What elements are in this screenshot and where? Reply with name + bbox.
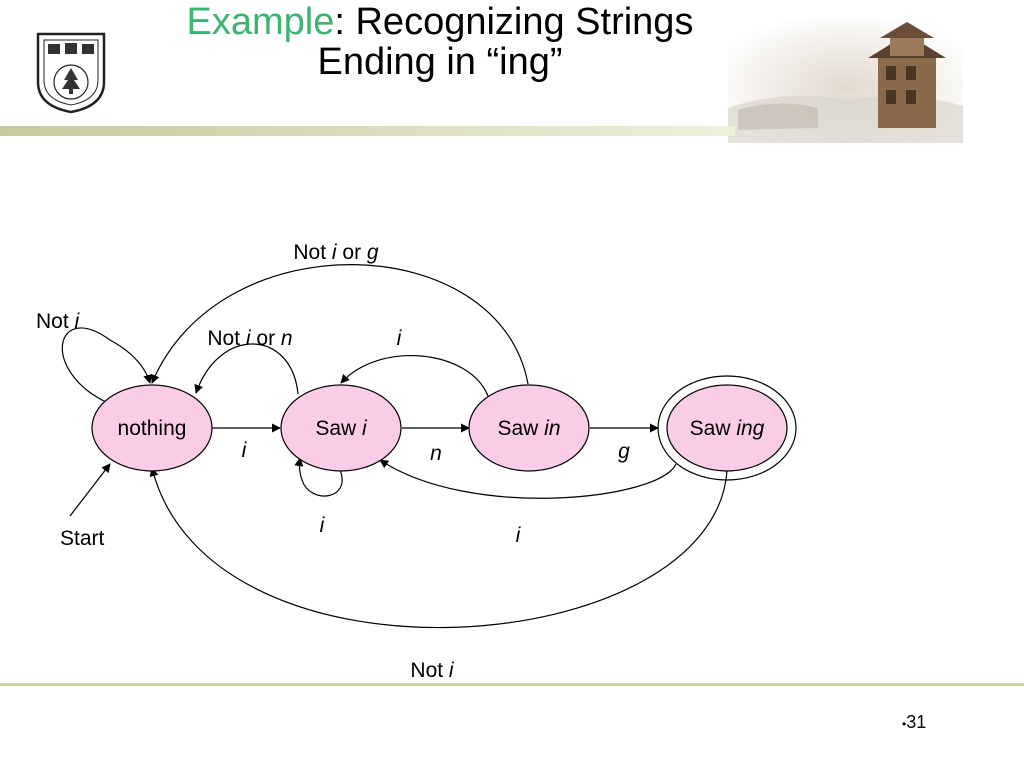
label-start: Start xyxy=(60,527,105,550)
state-saw-ing-accepting: Saw ing xyxy=(657,375,797,481)
title-accent: Example xyxy=(186,1,335,43)
state-saw-i-prefix: Saw xyxy=(315,417,362,440)
campus-tower-image xyxy=(728,18,963,143)
label-i-saw-ing-to-saw-i: i xyxy=(516,524,522,547)
label-i-saw-in-to-saw-i: i xyxy=(397,327,403,350)
label-i-saw-i-self-loop: i xyxy=(320,514,326,537)
header-divider-bar xyxy=(0,126,735,136)
state-saw-in-italic: in xyxy=(544,417,560,440)
bullet-glyph: • xyxy=(902,717,907,731)
label-not-i-bottom: Not i xyxy=(410,659,455,682)
state-nothing: nothing xyxy=(91,384,213,472)
start-arrow xyxy=(69,463,111,517)
svg-text:Saw in: Saw in xyxy=(497,417,560,440)
svg-text:nothing: nothing xyxy=(118,417,187,440)
edge-saw-ing-to-saw-i-i xyxy=(379,459,677,499)
title-line-2: Ending in “ing” xyxy=(317,41,563,83)
label-g-saw-in-to-saw-ing: g xyxy=(618,440,630,463)
state-saw-ing-prefix: Saw xyxy=(690,417,737,440)
label-not-i-or-n: Not i or n xyxy=(207,327,292,350)
title-line-1: Example: Recognizing Strings xyxy=(110,2,770,42)
edge-saw-in-to-saw-i-i xyxy=(340,355,489,397)
state-saw-in: Saw in xyxy=(468,384,590,472)
footer-divider-line xyxy=(0,683,1024,686)
label-not-i-or-g: Not i or g xyxy=(293,241,379,264)
svg-text:Saw ing: Saw ing xyxy=(690,417,765,440)
state-saw-in-prefix: Saw xyxy=(497,417,544,440)
edge-saw-i-self-loop-i xyxy=(294,457,343,497)
edge-saw-ing-to-nothing-not-i xyxy=(149,467,728,629)
university-seal-logo xyxy=(36,32,106,114)
label-n-saw-i-to-saw-in: n xyxy=(430,442,442,465)
page-number: •31 xyxy=(902,712,926,733)
state-nothing-label: nothing xyxy=(118,417,187,440)
state-saw-i-italic: i xyxy=(362,417,368,440)
label-not-i-self-loop: Not i xyxy=(36,310,81,333)
state-saw-i: Saw i xyxy=(280,384,402,472)
label-i-nothing-to-saw-i: i xyxy=(242,439,248,462)
slide-title: Example: Recognizing Strings Ending in “… xyxy=(110,2,770,82)
state-saw-ing-italic: ing xyxy=(736,417,764,440)
title-line-1-rest: : Recognizing Strings xyxy=(334,1,694,43)
svg-text:Saw i: Saw i xyxy=(315,417,368,440)
edge-nothing-self-loop-not-i xyxy=(61,327,153,403)
edge-saw-i-to-nothing-not-i-or-n xyxy=(194,343,299,395)
page-number-value: 31 xyxy=(906,712,927,732)
edge-saw-in-to-nothing-not-i-or-g xyxy=(150,264,529,385)
